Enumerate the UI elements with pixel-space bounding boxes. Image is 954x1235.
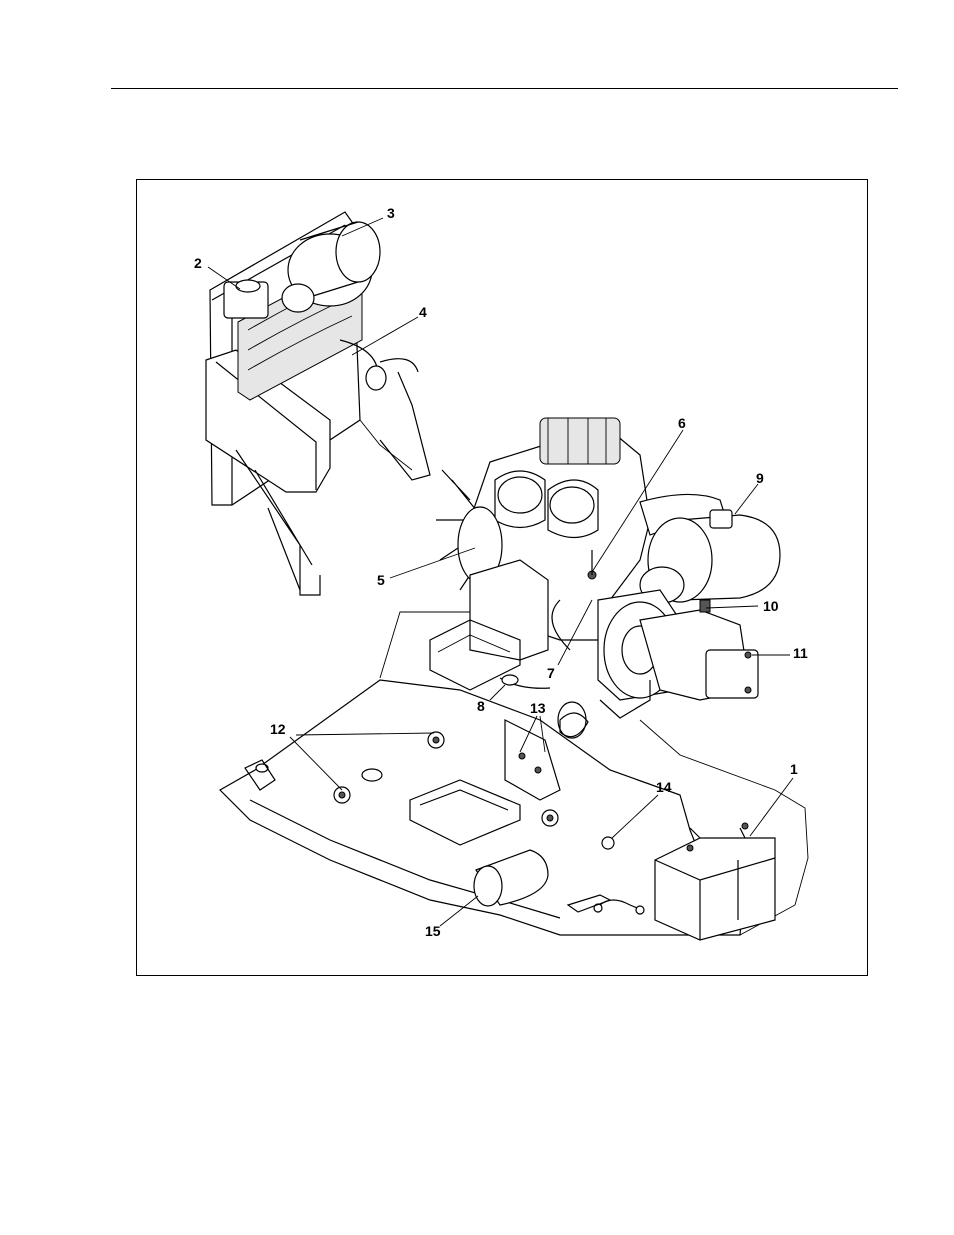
callout-5: 5 <box>377 572 385 588</box>
engine-assembly <box>430 418 780 738</box>
callout-8: 8 <box>477 698 485 714</box>
callout-13: 13 <box>530 700 546 716</box>
callout-6: 6 <box>678 415 686 431</box>
callout-12: 12 <box>270 721 286 737</box>
radiator-assembly <box>206 212 430 595</box>
callout-1: 1 <box>790 761 798 777</box>
callout-11: 11 <box>793 645 808 661</box>
callout-15: 15 <box>425 923 441 939</box>
callout-10: 10 <box>763 598 779 614</box>
callout-7: 7 <box>547 665 555 681</box>
callout-2: 2 <box>194 255 202 271</box>
callout-4: 4 <box>419 304 427 320</box>
callout-3: 3 <box>387 205 395 221</box>
callout-9: 9 <box>756 470 764 486</box>
callout-14: 14 <box>656 779 672 795</box>
